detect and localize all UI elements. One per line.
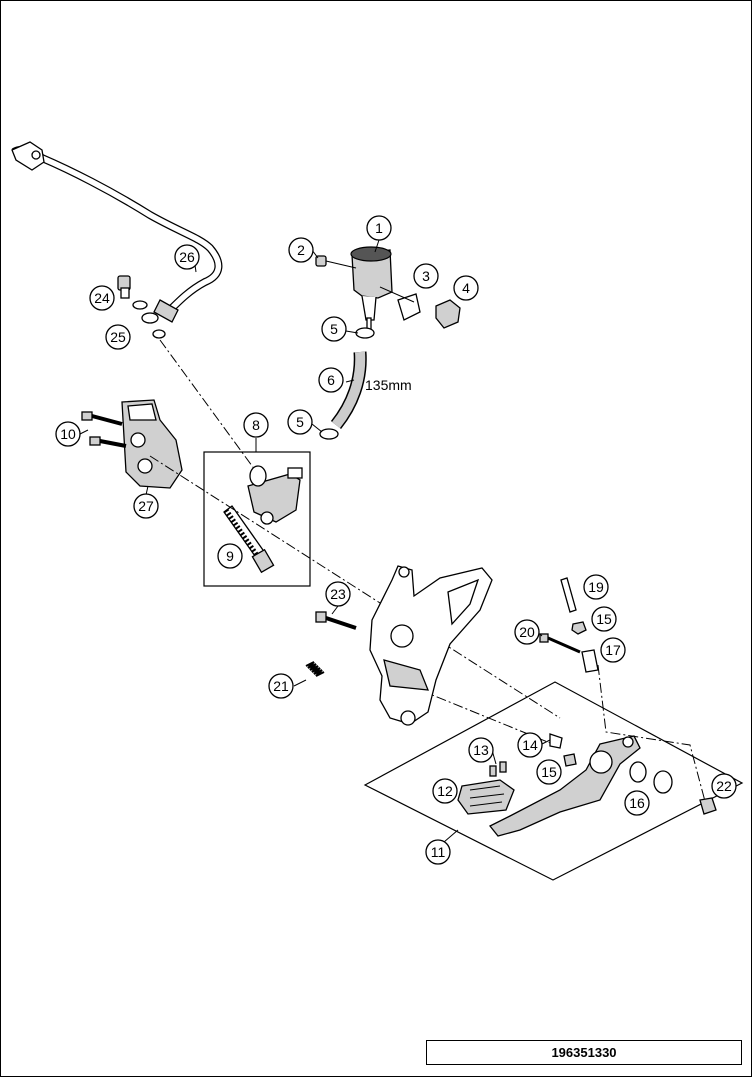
hose-6	[330, 351, 367, 430]
bushing-16	[629, 761, 673, 794]
footrest-bracket	[369, 565, 493, 726]
svg-text:14: 14	[522, 737, 538, 753]
callout-21: 21	[268, 673, 294, 699]
master-cylinder-box	[203, 451, 311, 587]
svg-text:4: 4	[462, 280, 470, 296]
bolt-20	[539, 633, 581, 654]
clevis-17	[581, 649, 599, 673]
footpeg-12	[457, 779, 515, 815]
hose-clamp-5-upper	[355, 327, 375, 339]
svg-text:16: 16	[629, 795, 645, 811]
bracket-3	[397, 293, 421, 321]
screws-13	[489, 761, 507, 777]
svg-text:23: 23	[330, 586, 346, 602]
screw-2	[315, 255, 357, 269]
svg-text:24: 24	[94, 290, 110, 306]
master-cylinder-8	[247, 465, 303, 525]
nut-15-lower	[563, 753, 577, 767]
callout-15-upper: 15	[591, 606, 617, 632]
hose-length-label: 135mm	[365, 377, 412, 393]
svg-text:15: 15	[541, 764, 557, 780]
callout-9: 9	[217, 543, 243, 569]
svg-text:22: 22	[716, 778, 732, 794]
heel-guard-27	[121, 399, 183, 489]
callout-10: 10	[55, 421, 81, 447]
callout-24: 24	[89, 285, 115, 311]
svg-text:1: 1	[375, 220, 383, 236]
svg-text:17: 17	[605, 642, 621, 658]
pin-19	[560, 577, 577, 613]
callout-15-lower: 15	[536, 759, 562, 785]
bolt-23	[315, 611, 357, 630]
callout-23: 23	[325, 581, 351, 607]
push-rod-9	[223, 505, 275, 574]
svg-text:5: 5	[330, 321, 338, 337]
svg-text:25: 25	[110, 329, 126, 345]
callout-3: 3	[413, 263, 439, 289]
svg-text:11: 11	[431, 844, 446, 860]
svg-text:2: 2	[297, 242, 305, 258]
callout-19: 19	[583, 574, 609, 600]
svg-text:27: 27	[138, 498, 154, 514]
banjo-bolt-24	[117, 275, 131, 299]
callout-8: 8	[243, 412, 269, 438]
svg-text:12: 12	[437, 783, 453, 799]
reservoir-1	[350, 246, 393, 333]
hose-clamp-5-lower	[319, 428, 339, 440]
callout-11: 11	[425, 839, 451, 865]
callout-2: 2	[288, 237, 314, 263]
callout-17: 17	[600, 637, 626, 663]
svg-text:26: 26	[179, 249, 195, 265]
nut-22	[699, 797, 717, 815]
document-number: 196351330	[426, 1040, 742, 1065]
callout-14: 14	[517, 732, 543, 758]
callout-25: 25	[105, 324, 131, 350]
svg-text:8: 8	[252, 417, 260, 433]
callout-12: 12	[432, 778, 458, 804]
callout-22: 22	[711, 773, 737, 799]
svg-text:21: 21	[273, 678, 289, 694]
callout-5-lower: 5	[287, 409, 313, 435]
svg-text:13: 13	[473, 742, 489, 758]
svg-text:5: 5	[296, 414, 304, 430]
washer-25	[132, 300, 166, 339]
callout-1: 1	[366, 215, 392, 241]
nut-15-upper	[571, 621, 587, 635]
pedal-assembly-box	[363, 681, 744, 881]
callout-26: 26	[174, 244, 200, 270]
svg-text:20: 20	[519, 624, 535, 640]
svg-text:15: 15	[596, 611, 612, 627]
svg-text:6: 6	[327, 372, 335, 388]
bolt-10	[81, 411, 127, 448]
grease-nipple-14	[549, 733, 563, 749]
callout-6: 6	[318, 367, 344, 393]
callout-20: 20	[514, 619, 540, 645]
callout-27: 27	[133, 493, 159, 519]
svg-text:9: 9	[226, 548, 234, 564]
svg-text:3: 3	[422, 268, 430, 284]
svg-text:10: 10	[60, 426, 76, 442]
clip-4	[435, 299, 461, 329]
brake-line-26	[11, 141, 223, 323]
callout-16: 16	[624, 790, 650, 816]
brake-pedal	[488, 735, 641, 837]
callout-13: 13	[468, 737, 494, 763]
callout-5-upper: 5	[321, 316, 347, 342]
svg-text:19: 19	[588, 579, 604, 595]
callout-4: 4	[453, 275, 479, 301]
spring-21	[305, 661, 325, 677]
